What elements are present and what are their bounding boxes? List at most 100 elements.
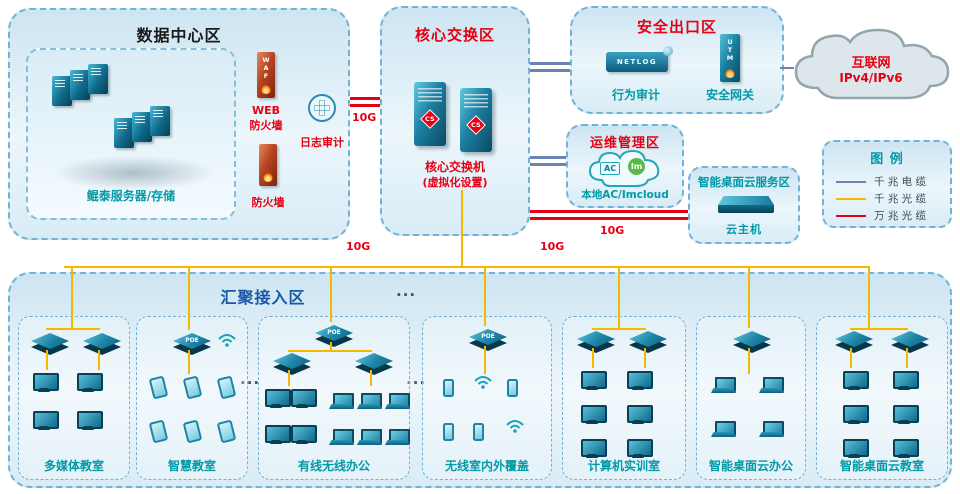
subzone-multimedia-classroom: 多媒体教室 — [18, 316, 130, 480]
subzone-desktop-cloud-classroom: 智能桌面云教室 — [816, 316, 948, 480]
laptop-icon — [759, 377, 784, 393]
zone-title-core: 核心交换区 — [414, 26, 495, 44]
laptop-icon — [385, 393, 410, 409]
fiber-split-sz3 — [288, 350, 372, 352]
fiber-split-sz1 — [46, 328, 100, 330]
monitor-icon — [627, 439, 653, 458]
monitor-icon — [581, 439, 607, 458]
subzone-smart-classroom: POE 智慧教室 — [136, 316, 248, 480]
web-firewall-label-line2: 防火墙 — [249, 119, 283, 132]
web-firewall-label-line1: WEB — [251, 104, 281, 117]
waf-firewall-icon: WAF — [257, 52, 275, 98]
tablet-icon — [216, 375, 237, 400]
cs-logo: CS — [466, 115, 486, 135]
platform-shadow — [46, 154, 222, 192]
poe-tag: POE — [327, 329, 341, 336]
tablet-icon — [148, 419, 169, 444]
behavior-audit-icon: NETLOG — [606, 46, 673, 72]
monitor-icon — [843, 405, 869, 424]
servers-label: 鲲泰服务器/存储 — [86, 189, 176, 203]
zone-title-desktop-cloud: 智能桌面云服务区 — [698, 175, 790, 189]
fiber-stub — [370, 370, 372, 386]
link-core-ops — [530, 156, 566, 166]
server-icon — [150, 106, 170, 136]
monitor-icon — [33, 411, 59, 430]
subzone-desktop-cloud-office: 智能桌面云办公 — [696, 316, 806, 480]
fiber-stub — [906, 348, 908, 368]
link-core-security — [530, 62, 570, 72]
utm-text: UTM — [726, 38, 734, 62]
wifi-icon — [218, 334, 236, 347]
tablet-icon — [182, 419, 203, 444]
link-label-10g: 10G — [352, 111, 377, 124]
zone-desktop-cloud-service: 智能桌面云服务区 云主机 — [688, 166, 800, 244]
fiber-stub — [484, 346, 486, 374]
link-label-10g: 10G — [600, 224, 625, 237]
fiber-drop-sz2 — [188, 266, 190, 330]
cloud-icon — [794, 28, 950, 100]
server-icon — [70, 70, 90, 100]
fiber-stub — [330, 342, 332, 350]
legend-line-copper — [836, 180, 866, 183]
legend-line-10g-fiber — [836, 214, 866, 217]
server-group-box: 鲲泰服务器/存储 — [26, 48, 236, 220]
monitor-icon — [843, 371, 869, 390]
fiber-backbone — [64, 266, 870, 268]
server-icon — [114, 118, 134, 148]
switch-icon — [83, 333, 121, 355]
log-audit-icon — [308, 94, 336, 122]
waf-text: WAF — [262, 56, 270, 80]
internet-label: 互联网 — [851, 56, 891, 71]
legend-row-fiber: 千 兆 光 缆 — [836, 191, 926, 206]
cs-text: CS — [425, 114, 435, 123]
tablet-icon — [182, 375, 203, 400]
tablet-icon — [216, 419, 237, 444]
monitor-icon — [265, 389, 291, 408]
cs-text: CS — [471, 120, 481, 129]
fiber-drop-sz6 — [748, 266, 750, 328]
fiber-split-sz5 — [592, 328, 646, 330]
laptop-icon — [357, 429, 382, 445]
fiber-stub — [748, 348, 750, 374]
poe-switch-icon: POE — [173, 333, 211, 355]
fiber-stub — [644, 348, 646, 368]
core-switch-label: 核心交换机 — [424, 160, 485, 174]
zone-aggregation-access: 汇聚接入区 ... ... ... 多媒体教室 POE — [8, 272, 952, 488]
phone-icon — [443, 423, 454, 441]
core-switch-sublabel: (虚拟化设置) — [422, 176, 488, 189]
fiber-stub — [850, 348, 852, 368]
subzone-label: 无线室内外覆盖 — [444, 459, 529, 473]
laptop-icon — [711, 421, 736, 437]
wifi-icon — [506, 420, 524, 433]
fiber-drop-sz1 — [71, 266, 73, 328]
monitor-icon — [33, 373, 59, 392]
legend-title: 图 例 — [870, 152, 904, 167]
monitor-icon — [893, 371, 919, 390]
core-switch-icon: CS — [414, 82, 446, 146]
legend-row-10g-fiber: 万 兆 光 缆 — [836, 208, 926, 223]
switch-icon — [355, 353, 393, 375]
laptop-icon — [711, 377, 736, 393]
cs-logo: CS — [420, 109, 440, 129]
subzone-computer-training-room: 计算机实训室 — [562, 316, 686, 480]
link-label-10g: 10G — [540, 240, 565, 253]
subzone-label: 多媒体教室 — [43, 459, 104, 473]
phone-icon — [443, 379, 454, 397]
switch-icon — [273, 353, 311, 375]
server-icon — [132, 112, 152, 142]
fiber-drop-sz3 — [330, 266, 332, 322]
laptop-icon — [329, 393, 354, 409]
behavior-audit-label: 行为审计 — [611, 88, 660, 102]
switch-icon — [629, 331, 667, 353]
cloud-outline-icon — [588, 149, 660, 187]
link-security-internet — [780, 67, 794, 69]
switch-icon — [577, 331, 615, 353]
poe-tag: POE — [481, 333, 495, 340]
subzone-label: 智慧教室 — [167, 459, 216, 473]
zone-data-center: 数据中心区 鲲泰服务器/存储 WAF WEB 防火墙 日志审计 防火墙 — [8, 8, 350, 240]
fiber-split-sz7 — [850, 328, 908, 330]
laptop-icon — [385, 429, 410, 445]
fiber-stub — [188, 350, 190, 374]
switch-icon — [835, 331, 873, 353]
